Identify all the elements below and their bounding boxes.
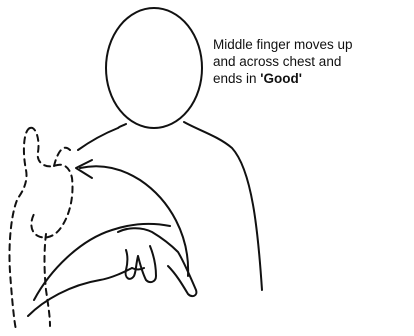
- arm-outline: [27, 222, 171, 317]
- arrow-head: [75, 159, 93, 179]
- caption-line-3: ends in 'Good': [213, 70, 409, 87]
- caption-emphasis: 'Good': [260, 71, 302, 86]
- caption-line-2: and across chest and: [213, 54, 342, 69]
- start-position-outline: [8, 126, 74, 331]
- instruction-caption: Middle finger moves up and across chest …: [213, 36, 409, 87]
- caption-line-3-prefix: ends in: [213, 71, 261, 86]
- torso-outline: [77, 121, 263, 291]
- curved-arrow-icon: [79, 165, 190, 277]
- head-outline: [105, 7, 203, 129]
- hand-outline: [117, 227, 198, 298]
- caption-line-1: Middle finger moves up: [213, 37, 353, 52]
